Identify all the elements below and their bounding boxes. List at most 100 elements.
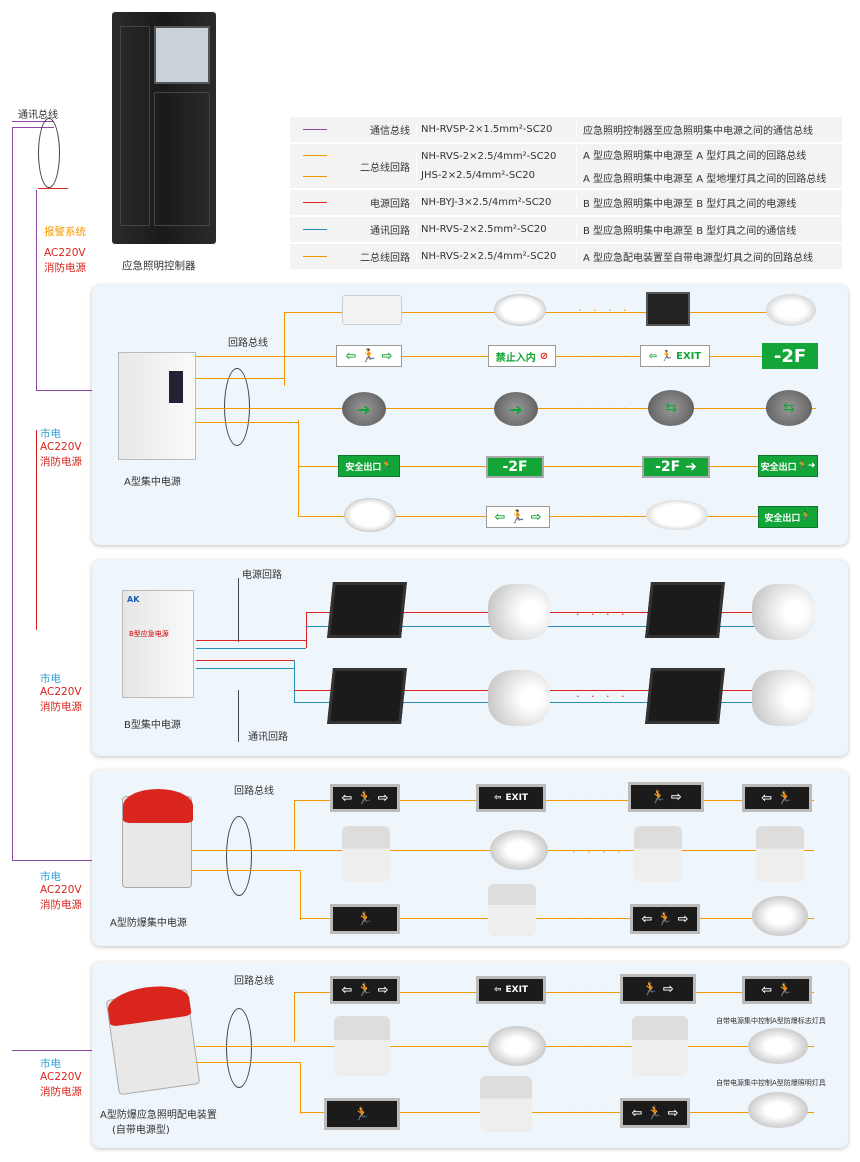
explosion-power-box [122,789,193,888]
explosion-exit-sign: 🏃 ⇨ [628,782,704,812]
continuation-dots: · · · · [578,350,631,363]
spot-light [488,584,550,640]
continuation-dots: · · · · [572,1040,625,1053]
explosion-ceiling-light [748,1028,808,1064]
twin-head-light [634,826,682,882]
twin-head-light [632,1016,688,1076]
flood-light [646,292,690,326]
explosion-ceiling-light [752,896,808,936]
explosion-exit-sign: ⇦ 🏃 ⇨ [620,1098,690,1128]
comm-bus-label: 通讯总线 [18,110,58,121]
fire-power-label: 消防电源 [40,899,82,911]
continuation-dots: · · · · [578,304,631,317]
spot-light [488,670,550,726]
explosion-exit-sign: ⇦ 🏃 [742,976,812,1004]
loop-bus-label: 回路总线 [228,338,268,349]
downlight [494,294,546,326]
controller-fire-power-label: 消防电源 [44,262,86,274]
ground-light: ➜ [342,392,386,426]
explosion-ceiling-light [488,1026,546,1066]
panel-a-central [92,285,848,545]
exit-sign: ⇦ 🏃 ⇨ [336,345,402,367]
exit-sign: 安全出口🏃 [338,455,400,477]
legend-swatch [303,129,327,130]
b-central-power-box: AK B型应急电源 [122,590,194,698]
fire-alarm-label: 报警系统 [44,226,86,238]
flood-light [645,668,725,724]
flood-light [645,582,725,638]
explosion-exit-sign: 🏃 ⇨ [620,974,696,1004]
loop-bus-label: 回路总线 [234,786,274,797]
spot-light [752,584,814,640]
ac-label: AC220V [40,441,82,453]
explosion-exit-sign: 🏃 [330,904,400,934]
twin-head-light [334,1016,390,1076]
flood-light [327,582,407,638]
downlight [344,498,396,532]
continuation-dots: · · · · [578,402,631,415]
floor-sign: -2F [762,343,818,369]
panel-light [342,295,402,325]
recessed-light [646,500,708,530]
continuation-dots: · · · · [576,690,629,703]
a-central-power-box [118,352,196,460]
controller-ac-label: AC220V [44,247,86,259]
twin-head-light [480,1076,532,1132]
power-loop-label: 电源回路 [242,570,282,581]
mains-label: 市电 [40,673,61,685]
explosion-exit-sign: 🏃 [324,1098,400,1130]
legend-row: 通讯回路 NH-RVS-2×2.5mm²-SC20 B 型应急照明集中电源至 B… [290,217,842,242]
ground-light: ⇆ [648,390,694,426]
explosion-exit-sign: ⇦ 🏃 [742,784,812,812]
fire-power-label: 消防电源 [40,1086,82,1098]
fire-power-label: 消防电源 [40,456,82,468]
explosion-exit-sign: ⇦ EXIT [476,976,546,1004]
ac-label: AC220V [40,884,82,896]
ac-label: AC220V [40,686,82,698]
panel-a-explosion-dist [92,962,848,1148]
self-powered-light-note: 自带电源集中控制A型防爆照明灯具 [716,1079,826,1087]
controller-cabinet [112,12,216,244]
twin-head-light [756,826,804,882]
a-explosion-dist-sublabel: (自带电源型) [112,1125,170,1136]
twin-head-light [342,826,390,882]
flood-light [327,668,407,724]
fire-power-label: 消防电源 [40,701,82,713]
b-central-label: B型集中电源 [124,720,181,731]
mains-label: 市电 [40,428,61,440]
continuation-dots: · · · · [572,912,625,925]
explosion-exit-sign: ⇦ 🏃 ⇨ [330,976,400,1004]
a-explosion-dist-label: A型防爆应急照明配电装置 [100,1110,217,1121]
continuation-dots: · · · · [572,1106,625,1119]
spot-light [752,670,814,726]
explosion-exit-sign: ⇦ 🏃 ⇨ [330,784,400,812]
panel-a-explosion [92,770,848,946]
controller-screen [154,26,210,84]
continuation-dots: · · · · [576,608,629,621]
explosion-ceiling-light [748,1092,808,1128]
continuation-dots: · · · · [578,460,631,473]
floor-sign: -2F ➜ [642,456,710,478]
twin-head-light [488,884,536,936]
a-explosion-label: A型防爆集中电源 [110,918,187,929]
floor-sign: -2F [486,456,544,478]
mains-label: 市电 [40,871,61,883]
continuation-dots: · · · · [572,846,625,859]
ceiling-light [766,294,816,326]
explosion-exit-sign: ⇦ 🏃 ⇨ [630,904,700,934]
explosion-dist-box [105,981,201,1096]
controller-label: 应急照明控制器 [122,260,196,272]
explosion-exit-sign: ⇦ EXIT [476,784,546,812]
exit-sign: ⇦ 🏃 EXIT [640,345,710,367]
legend-row: 通信总线 NH-RVSP-2×1.5mm²-SC20 应急照明控制器至应急照明集… [290,117,842,142]
legend-row: 电源回路 NH-BYJ-3×2.5/4mm²-SC20 B 型应急照明集中电源至… [290,190,842,215]
exit-sign: ⇦ 🏃 ⇨ [486,506,550,528]
legend-table: 通信总线 NH-RVSP-2×1.5mm²-SC20 应急照明控制器至应急照明集… [290,117,842,271]
self-powered-sign-note: 自带电源集中控制A型防爆标志灯具 [716,1017,826,1025]
continuation-dots: · · · · [572,794,625,807]
panel-b-central [92,560,848,756]
no-entry-sign: 禁止入内⊘ [488,345,556,367]
exit-sign: 安全出口🏃 [758,506,818,528]
continuation-dots: · · · · [578,510,631,523]
ac-label: AC220V [40,1071,82,1083]
